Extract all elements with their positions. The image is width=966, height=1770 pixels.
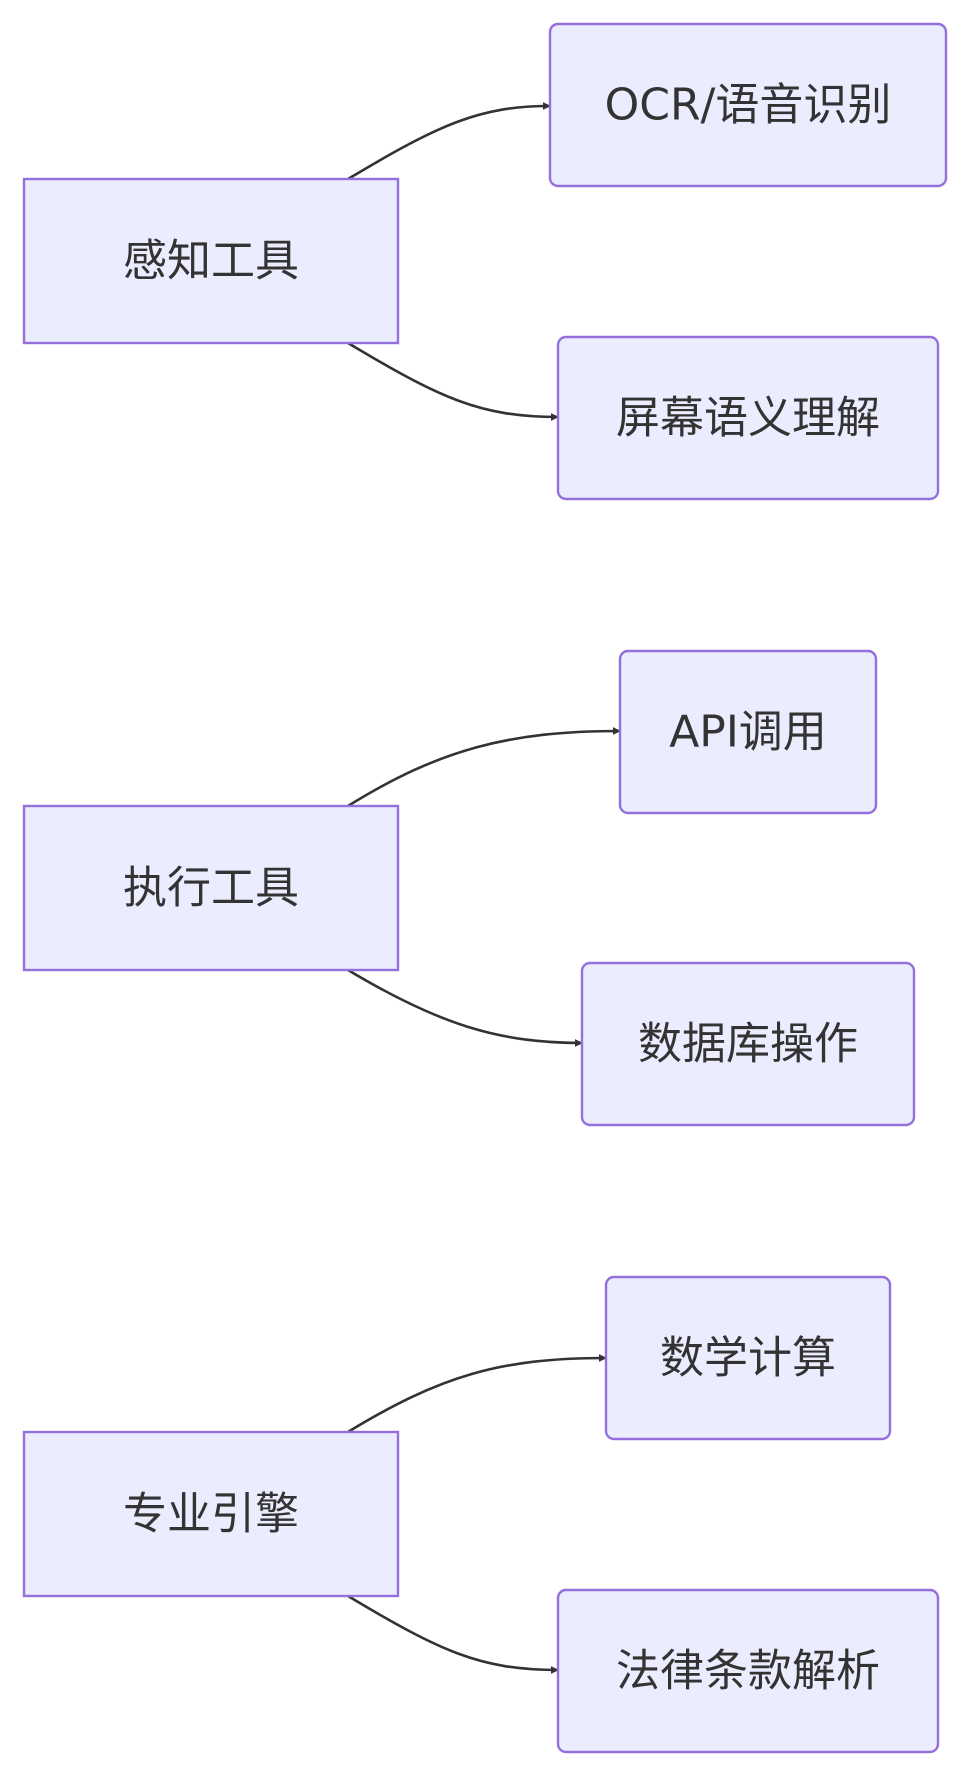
node-api[interactable]: API调用: [618, 649, 878, 815]
node-label: 数据库操作: [638, 1019, 858, 1070]
node-law[interactable]: 法律条款解析: [556, 1588, 940, 1754]
node-label: 屏幕语义理解: [616, 393, 880, 444]
node-box: [580, 961, 916, 1127]
node-box: [22, 804, 400, 972]
edge-execution-to-api: [347, 727, 621, 808]
node-label: API调用: [669, 707, 827, 758]
node-label: 法律条款解析: [616, 1646, 880, 1697]
edge-perception-to-ocr: [347, 102, 551, 181]
edge-engine-to-math: [347, 1354, 607, 1434]
node-label: OCR/语音识别: [605, 80, 892, 131]
node-math[interactable]: 数学计算: [604, 1275, 892, 1441]
node-box: [604, 1275, 892, 1441]
edges: [347, 102, 621, 1674]
node-box: [618, 649, 878, 815]
node-label: 数学计算: [660, 1333, 836, 1384]
node-db[interactable]: 数据库操作: [580, 961, 916, 1127]
edge-engine-to-law: [347, 1594, 559, 1674]
node-screen[interactable]: 屏幕语义理解: [556, 335, 940, 501]
node-box: [22, 1430, 400, 1598]
node-perception[interactable]: 感知工具: [22, 177, 400, 345]
node-box: [22, 177, 400, 345]
node-box: [556, 1588, 940, 1754]
node-execution[interactable]: 执行工具: [22, 804, 400, 972]
node-label: 感知工具: [123, 236, 299, 287]
edge-execution-to-db: [347, 968, 583, 1047]
node-ocr[interactable]: OCR/语音识别: [548, 22, 948, 188]
node-engine[interactable]: 专业引擎: [22, 1430, 400, 1598]
node-label: 执行工具: [123, 863, 299, 914]
node-box: [556, 335, 940, 501]
node-label: 专业引擎: [123, 1489, 299, 1540]
node-box: [548, 22, 948, 188]
edge-perception-to-screen: [347, 341, 559, 421]
